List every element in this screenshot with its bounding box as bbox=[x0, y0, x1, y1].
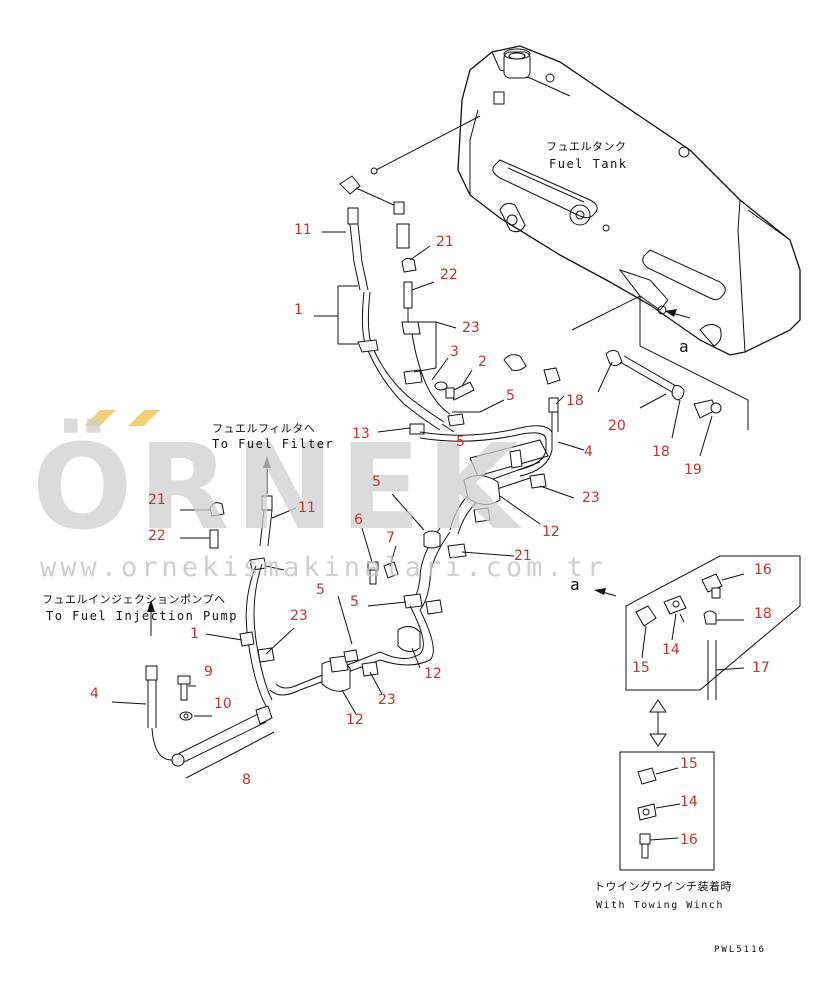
callout-20: 20 bbox=[608, 418, 626, 434]
callout-21: 21 bbox=[148, 492, 166, 508]
callout-12: 12 bbox=[424, 666, 442, 682]
callout-5: 5 bbox=[316, 582, 325, 598]
callout-16: 16 bbox=[680, 832, 698, 848]
callout-15: 15 bbox=[680, 756, 698, 772]
callout-15: 15 bbox=[632, 660, 650, 676]
view-a-detail bbox=[594, 555, 801, 871]
fuel-tank-label-en: Fuel Tank bbox=[549, 157, 628, 171]
callout-5: 5 bbox=[456, 434, 465, 450]
watermark-accent-right bbox=[128, 410, 160, 426]
callout-8: 8 bbox=[242, 772, 251, 788]
watermark: ÖRNEK www.ornekismakinalari.com.tr bbox=[32, 410, 607, 583]
view-a-label-detail: a bbox=[570, 575, 581, 594]
callout-23: 23 bbox=[582, 490, 600, 506]
callout-11: 11 bbox=[294, 222, 312, 238]
callout-11: 11 bbox=[298, 500, 316, 516]
watermark-accent-left bbox=[84, 410, 116, 426]
callout-22: 22 bbox=[148, 528, 166, 544]
callout-1: 1 bbox=[190, 626, 199, 642]
callout-7: 7 bbox=[386, 530, 395, 546]
fuel-filter-label-jp: フュエルフィルタへ bbox=[212, 422, 315, 435]
callout-21: 21 bbox=[514, 548, 532, 564]
callout-4: 4 bbox=[584, 444, 593, 460]
main-fuel-hose bbox=[269, 439, 549, 696]
injection-pump-label-jp: フュエルインジェクションポンプへ bbox=[42, 593, 226, 606]
callout-6: 6 bbox=[354, 512, 363, 528]
towing-winch-label-jp: トウイングウインチ装着時 bbox=[594, 879, 732, 893]
watermark-brand: ÖRNEK bbox=[32, 418, 524, 556]
callout-23: 23 bbox=[290, 608, 308, 624]
callout-5: 5 bbox=[372, 474, 381, 490]
view-a-label-tank: a bbox=[679, 337, 690, 356]
drain-hose-assembly bbox=[605, 349, 722, 419]
left-fuel-lines bbox=[145, 456, 399, 767]
callout-13: 13 bbox=[352, 426, 370, 442]
callout-12: 12 bbox=[542, 524, 560, 540]
callout-14: 14 bbox=[662, 642, 680, 658]
callout-4: 4 bbox=[90, 686, 99, 702]
callout-23: 23 bbox=[378, 692, 396, 708]
callout-3: 3 bbox=[450, 344, 459, 360]
fuel-filter-label-en: To Fuel Filter bbox=[212, 437, 334, 451]
view-a-indicator-tank bbox=[571, 295, 749, 430]
callout-18: 18 bbox=[566, 393, 584, 409]
towing-winch-label-en: With Towing Winch bbox=[596, 900, 724, 911]
watermark-url: www.ornekismakinalari.com.tr bbox=[40, 552, 607, 583]
callout-23: 23 bbox=[462, 320, 480, 336]
upper-fuel-hose bbox=[339, 115, 561, 477]
callout-17: 17 bbox=[752, 660, 770, 676]
callout-5: 5 bbox=[350, 594, 359, 610]
callout-21: 21 bbox=[436, 234, 454, 250]
fuel-tank-label-jp: フュエルタンク bbox=[546, 140, 627, 153]
callout-18: 18 bbox=[754, 606, 772, 622]
callout-1: 1 bbox=[294, 302, 303, 318]
callout-2: 2 bbox=[478, 354, 487, 370]
callout-9: 9 bbox=[204, 664, 213, 680]
callout-numbers: 11 1 21 22 23 3 2 5 18 13 5 4 20 18 19 5… bbox=[90, 222, 772, 848]
callout-22: 22 bbox=[440, 267, 458, 283]
injection-pump-label-en: To Fuel Injection Pump bbox=[46, 609, 238, 623]
callout-5: 5 bbox=[506, 388, 515, 404]
callout-18: 18 bbox=[652, 444, 670, 460]
callout-19: 19 bbox=[684, 462, 702, 478]
callout-10: 10 bbox=[214, 696, 232, 712]
drawing-number: PWL5116 bbox=[714, 945, 766, 955]
callout-16: 16 bbox=[754, 562, 772, 578]
callout-12: 12 bbox=[346, 712, 364, 728]
fuel-tank-drawing bbox=[457, 45, 801, 356]
callout-leader-lines bbox=[111, 231, 713, 779]
callout-14: 14 bbox=[680, 794, 698, 810]
